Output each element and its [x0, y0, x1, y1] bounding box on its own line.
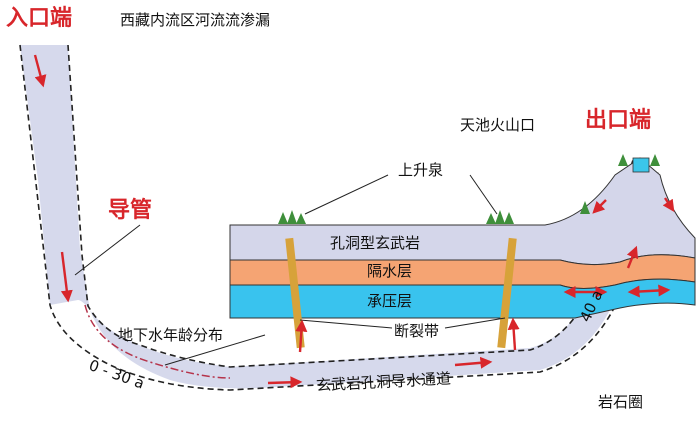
- layer-aquiclude-label: 隔水层: [367, 262, 413, 280]
- fault-zone-label: 断裂带: [394, 322, 440, 340]
- volcano-crater-label: 天池火山口: [460, 116, 536, 134]
- rising-spring-label: 上升泉: [398, 161, 444, 179]
- flow-arrows: [33, 54, 675, 389]
- conduit-outline-left: [19, 44, 659, 391]
- leader-lines: [74, 174, 506, 366]
- source-region-label: 西藏内流区河流流渗漏: [120, 11, 271, 29]
- conduit-outline-right: [67, 44, 634, 368]
- inlet-label: 入口端: [6, 6, 73, 31]
- conduit-label: 导管: [108, 198, 153, 223]
- layer-confined-label: 承压层: [367, 292, 413, 310]
- layer-basalt-label: 孔洞型玄武岩: [330, 234, 421, 252]
- lithosphere-label: 岩石圈: [598, 393, 644, 411]
- crater-lake: [632, 157, 650, 173]
- layer-basalt-shape: [229, 157, 696, 266]
- fault-zone-right: [497, 237, 517, 349]
- spring-trees: [278, 154, 660, 224]
- outlet-label: 出口端: [585, 108, 652, 133]
- groundwater-age-label: 地下水年龄分布: [118, 326, 224, 344]
